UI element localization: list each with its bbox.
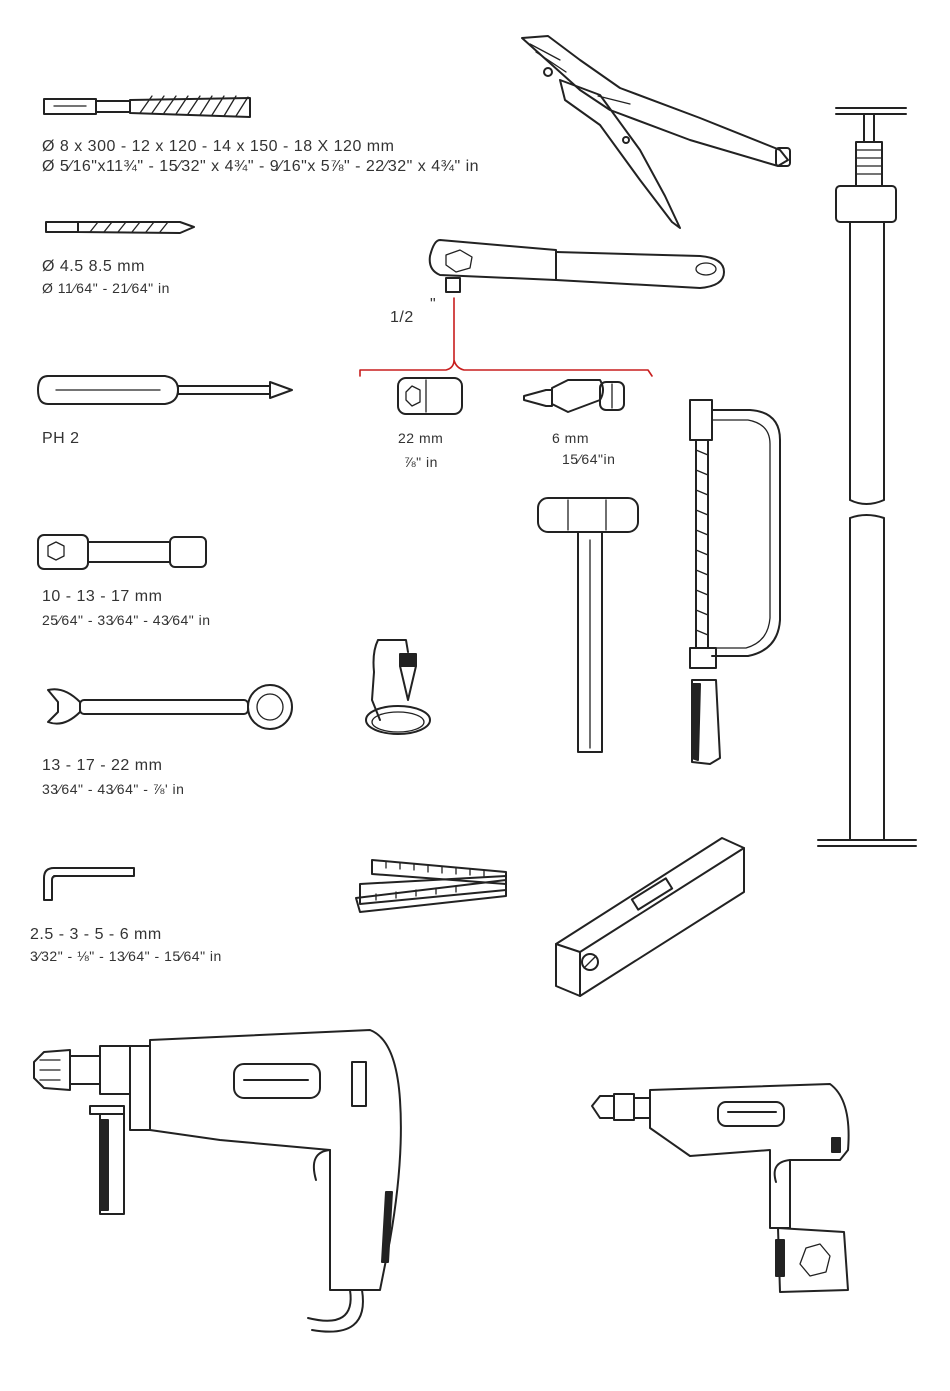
wrench-inch-sizes: 33⁄64" - 43⁄64" - ⅞' in [42, 781, 185, 797]
socket-mm-label: 22 mm [398, 430, 444, 446]
screwdriver-icon [37, 375, 293, 405]
box-spanner-inch-sizes: 25⁄64" - 33⁄64" - 43⁄64" in [42, 612, 211, 628]
sds-drill-bit-icon [43, 95, 251, 118]
screwdriver-size-label: PH 2 [42, 430, 80, 447]
allen-key-inch-sizes: 3⁄32" - ⅛" - 13⁄64" - 15⁄64" in [30, 948, 222, 964]
box-spanner-mm-sizes: 10 - 13 - 17 mm [42, 588, 163, 605]
combination-wrench-icon [47, 684, 293, 730]
hacksaw-icon [689, 399, 781, 765]
ratchet-inch-mark: " [430, 296, 437, 313]
locking-pliers-icon [521, 35, 791, 229]
folding-rule-icon [355, 859, 507, 913]
allen-key-mm-sizes: 2.5 - 3 - 5 - 6 mm [30, 926, 162, 943]
masonry-bit-icon [45, 221, 195, 234]
hex-bit-inch-label: 15⁄64"in [562, 451, 616, 467]
wrench-mm-sizes: 13 - 17 - 22 mm [42, 757, 163, 774]
telescopic-prop-icon [817, 107, 917, 847]
socket-inch-label: ⅞" in [404, 454, 438, 470]
hammer-icon [537, 497, 639, 753]
hex-bit-mm-label: 6 mm [552, 430, 589, 446]
allen-key-icon [43, 867, 135, 901]
plumb-bob-icon [365, 639, 431, 735]
masonry-bit-inch-sizes: Ø 11⁄64" - 21⁄64" in [42, 280, 170, 296]
box-spanner-icon [37, 534, 207, 570]
sds-bit-mm-sizes: Ø 8 x 300 - 12 x 120 - 14 x 150 - 18 X 1… [42, 138, 395, 155]
cordless-drill-icon [591, 1083, 850, 1293]
masonry-bit-mm-sizes: Ø 4.5 8.5 mm [42, 258, 145, 275]
ratchet-icon [428, 239, 725, 293]
hex-bit-icon [523, 379, 625, 413]
socket-icon [397, 377, 463, 415]
adapter-callout [359, 297, 653, 377]
hammer-drill-icon [33, 1029, 402, 1333]
ratchet-drive-size: 1/2 [390, 309, 414, 326]
sds-bit-inch-sizes: Ø 5⁄16"x11¾" - 15⁄32" x 4¾" - 9⁄16"x 5⅞"… [42, 158, 480, 175]
spirit-level-icon [555, 837, 745, 997]
